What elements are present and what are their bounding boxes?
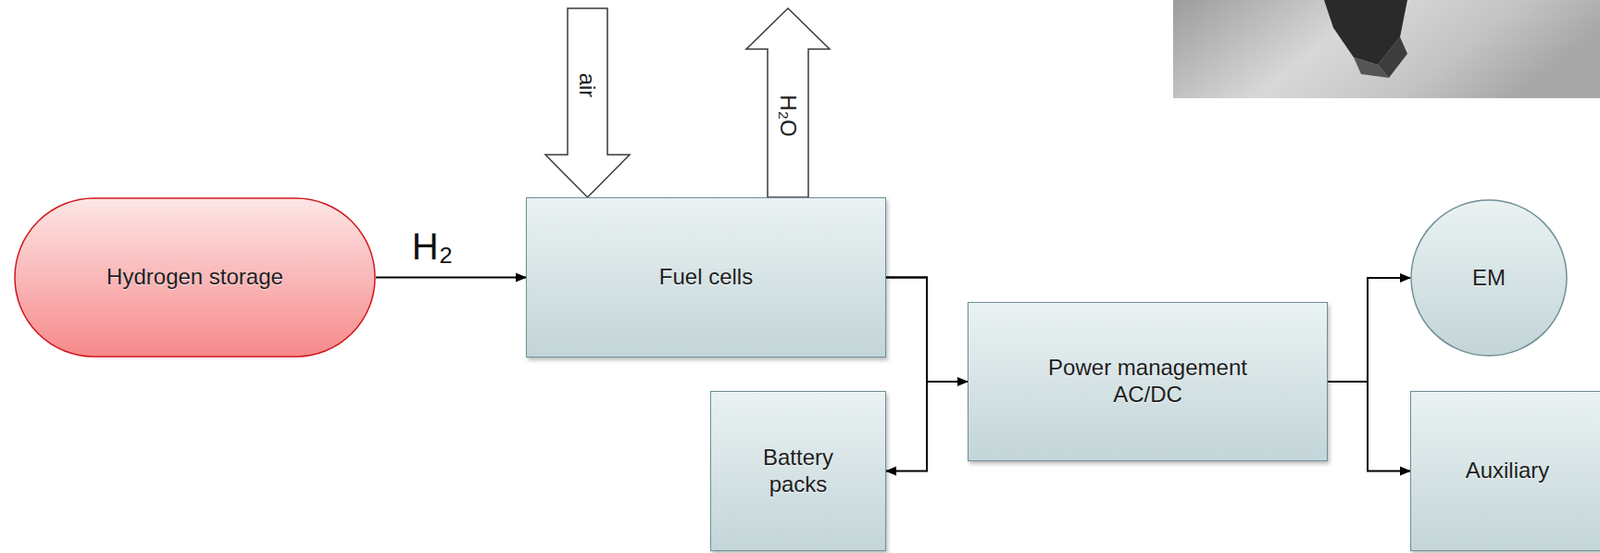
- connector: [1327, 277, 1411, 382]
- process-box: Auxiliary: [1410, 390, 1600, 551]
- motor-circle: EM: [1410, 199, 1568, 357]
- water-outlet-arrow: [746, 8, 830, 198]
- air-inlet-arrow: [545, 8, 630, 198]
- storage-pill: Hydrogen storage: [13, 197, 376, 358]
- process-box: Fuel cells: [525, 197, 887, 358]
- flow-label: air: [575, 73, 599, 99]
- process-box: Battery packs: [710, 390, 887, 551]
- node-text: Battery packs: [742, 444, 854, 499]
- node-text: Power management AC/DC: [1023, 354, 1274, 409]
- photo-illustration: [1173, 0, 1600, 99]
- process-box: Power management AC/DC: [967, 301, 1328, 462]
- node-text: Fuel cells: [659, 263, 753, 291]
- connector: [1327, 381, 1411, 472]
- edge-label: H₂: [410, 227, 455, 265]
- connector: [886, 277, 927, 472]
- node-text: Hydrogen storage: [106, 263, 284, 291]
- node-text: EM: [1472, 264, 1506, 292]
- connector: [375, 276, 526, 279]
- flow-label: H₂O: [776, 94, 800, 137]
- node-text: Auxiliary: [1465, 457, 1550, 485]
